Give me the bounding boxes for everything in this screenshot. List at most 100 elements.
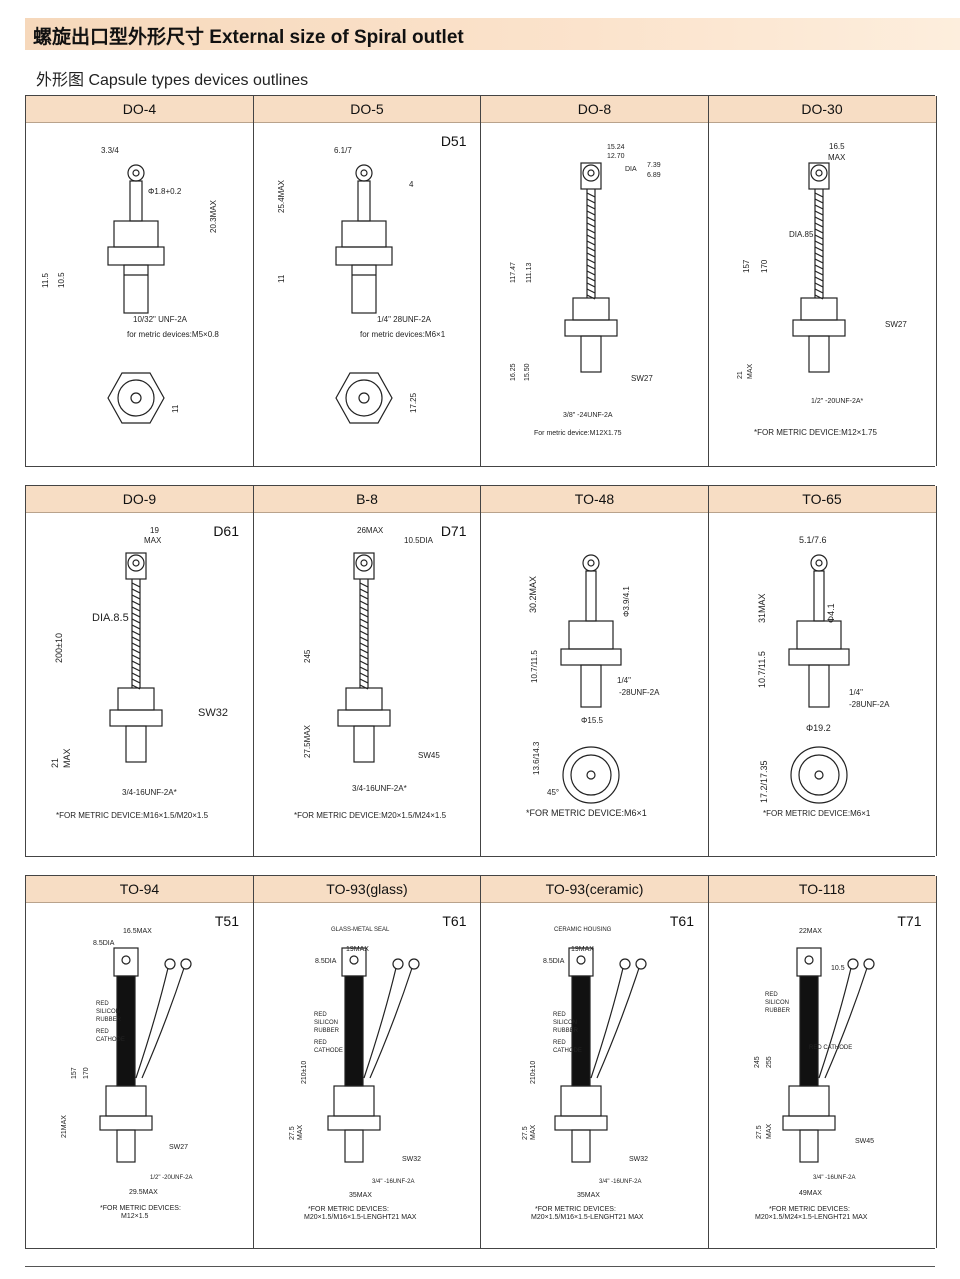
dimension-label: SW45 xyxy=(418,751,440,760)
dimension-label: *FOR METRIC DEVICES: xyxy=(308,1206,389,1213)
dimension-label: Φ15.5 xyxy=(581,716,604,725)
dimension-label: MAX xyxy=(828,153,846,162)
dimension-label: 6.89 xyxy=(647,172,661,179)
dimension-label: SW32 xyxy=(198,707,228,719)
dimension-label: *FOR METRIC DEVICE:M6×1 xyxy=(526,808,647,818)
device-outline xyxy=(560,554,622,708)
device-outline xyxy=(554,947,647,1163)
dimension-label: *FOR METRIC DEVICES: xyxy=(769,1206,850,1213)
dimension-label: 3/4" -16UNF-2A xyxy=(372,1179,414,1185)
dimension-label: CATHODE xyxy=(553,1048,582,1054)
dimension-label: MAX xyxy=(766,1124,773,1140)
dimension-label: 3/4" -16UNF-2A xyxy=(599,1179,641,1185)
package-name: TO-94 xyxy=(26,876,253,903)
package-name: B-8 xyxy=(253,486,481,513)
dimension-label: 210±10 xyxy=(530,1061,537,1084)
device-outline xyxy=(109,552,163,763)
dimension-label: SW27 xyxy=(885,320,907,329)
dimension-label: *FOR METRIC DEVICES: xyxy=(535,1206,616,1213)
dimension-label: 1/4" 28UNF-2A xyxy=(377,315,432,324)
dimension-label: CATHODE xyxy=(314,1048,343,1054)
dimension-label: 3/4-16UNF-2A* xyxy=(122,788,177,797)
dimension-label: GLASS-METAL SEAL xyxy=(331,927,390,933)
package-code: D61 xyxy=(213,523,239,539)
dimension-label: 157 xyxy=(742,259,751,273)
dimension-label: 8.5DIA xyxy=(93,940,115,947)
dimension-label: 8.5DIA xyxy=(543,958,565,965)
dimension-label: CATHODE xyxy=(96,1037,125,1043)
dimension-label: Φ1.8+0.2 xyxy=(148,187,182,196)
dimension-label: 245 xyxy=(754,1056,761,1068)
dimension-label: 27.5 xyxy=(289,1126,296,1140)
dimension-label: RED xyxy=(96,1029,109,1035)
dimension-label: *FOR METRIC DEVICE:M16×1.5/M20×1.5 xyxy=(56,811,209,820)
dimension-label: 1/4" xyxy=(617,676,631,685)
dimension-label: 21MAX xyxy=(61,1115,68,1138)
to94-drawing: 16.5MAX8.5DIAREDSILICONRUBBERREDCATHODE1… xyxy=(61,928,192,1220)
dimension-label: 1/4" xyxy=(849,688,863,697)
dimension-label: RUBBER xyxy=(96,1017,122,1023)
dimension-label: 16.5MAX xyxy=(123,928,152,935)
dimension-label: 17.2/17.35 xyxy=(759,760,769,803)
dimension-label: RED xyxy=(553,1012,566,1018)
dimension-label: 21 xyxy=(50,758,60,768)
dimension-label: M20×1.5/M16×1.5-LENGHT21 MAX xyxy=(531,1214,644,1221)
dimension-label: 210±10 xyxy=(301,1061,308,1084)
dimension-label: *FOR METRIC DEVICE:M12×1.75 xyxy=(754,428,877,437)
dimension-label: RUBBER xyxy=(314,1028,340,1034)
package-name: TO-65 xyxy=(708,486,936,513)
dimension-label: DIA.8.5 xyxy=(92,612,129,624)
section-title-bar: 螺旋出口型外形尺寸 External size of Spiral outlet xyxy=(25,18,960,50)
dimension-label: 22MAX xyxy=(799,928,822,935)
dimension-label: 19 xyxy=(150,526,159,535)
dimension-label: 12.70 xyxy=(607,153,625,160)
dimension-label: *FOR METRIC DEVICE:M6×1 xyxy=(763,809,871,818)
package-name: DO-30 xyxy=(708,96,936,123)
dimension-label: SW27 xyxy=(631,374,653,383)
dimension-label: M20×1.5/M24×1.5-LENGHT21 MAX xyxy=(755,1214,868,1221)
dimension-label: -28UNF-2A xyxy=(619,688,660,697)
package-name: TO-93(ceramic) xyxy=(481,876,708,903)
dimension-label: for metric devices:M6×1 xyxy=(360,330,446,339)
dimension-label: 10.7/11.5 xyxy=(530,650,539,683)
dimension-label: 3/4" -16UNF-2A xyxy=(813,1175,855,1181)
dimension-label: *FOR METRIC DEVICE:M20×1.5/M24×1.5 xyxy=(294,811,447,820)
dimension-label: RUBBER xyxy=(765,1008,791,1014)
dimension-label: 10.5DIA xyxy=(404,536,434,545)
dimension-label: 255 xyxy=(766,1056,773,1068)
dimension-label: Φ4.1 xyxy=(826,603,836,623)
dimension-label: 8.5DIA xyxy=(315,958,337,965)
bottom-divider xyxy=(25,1266,935,1267)
dimension-label: 25.4MAX xyxy=(277,179,286,213)
dimension-label: RED xyxy=(314,1040,327,1046)
dimension-label: SILICON xyxy=(553,1020,577,1026)
dimension-label: 15.50 xyxy=(524,363,531,381)
dimension-label: 111.13 xyxy=(526,263,533,283)
package-code: T61 xyxy=(442,913,467,929)
bottom-view xyxy=(562,746,620,804)
device-outline xyxy=(336,552,391,763)
dimension-label: 27.5MAX xyxy=(303,724,312,758)
dimension-label: 49MAX xyxy=(799,1190,822,1197)
dimension-label: 170 xyxy=(760,259,769,273)
dimension-label: 31MAX xyxy=(757,593,767,623)
dimension-label: for metric devices:M5×0.8 xyxy=(127,330,219,339)
dimension-label: 17.25 xyxy=(409,392,418,413)
dimension-label: 117.47 xyxy=(510,262,517,283)
to65-drawing: 5.1/7.6Φ4.131MAX10.7/11.51/4"-28UNF-2AΦ1… xyxy=(757,535,890,818)
dimension-label: SW32 xyxy=(629,1156,648,1163)
dimension-label: 7.39 xyxy=(647,162,661,169)
device-outline xyxy=(334,164,393,314)
dimension-label: 10.7/11.5 xyxy=(757,651,767,688)
